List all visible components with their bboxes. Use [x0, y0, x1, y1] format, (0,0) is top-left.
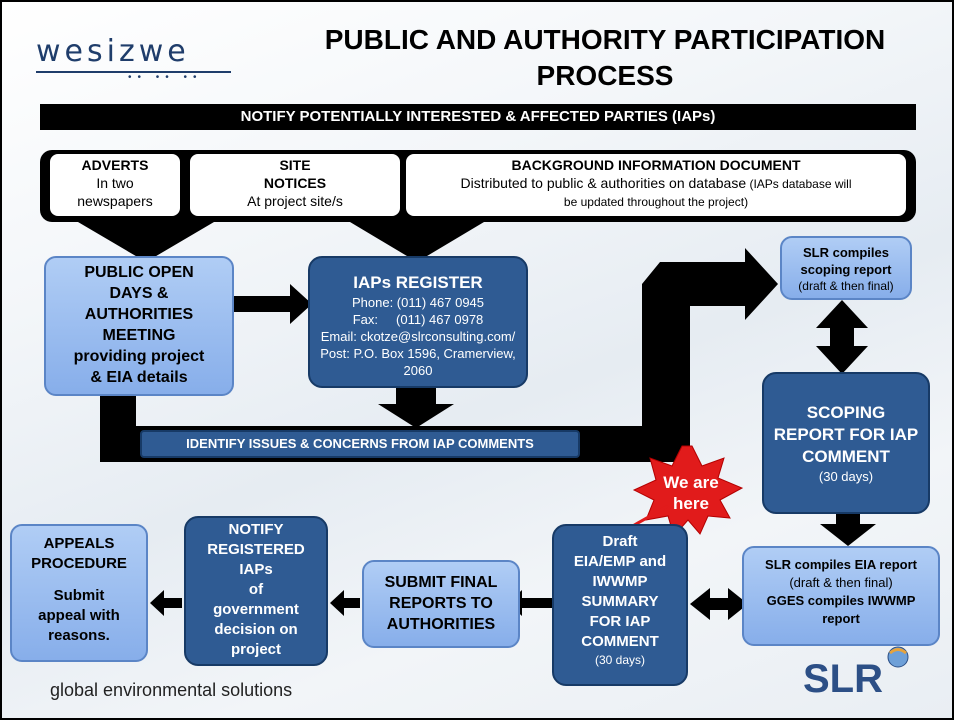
- draft-line5: COMMENT: [581, 633, 659, 650]
- arrow-adverts-down: [78, 210, 214, 262]
- eia-compile-box: SLR compiles EIA report (draft & then fi…: [742, 546, 940, 646]
- pod-line3: MEETING: [102, 327, 176, 344]
- eia-compile-gges1: GGES compiles IWWMP: [766, 593, 916, 608]
- submit-final-box: SUBMIT FINAL REPORTS TO AUTHORITIES: [362, 560, 520, 648]
- submit-line0: SUBMIT FINAL: [384, 574, 498, 591]
- notify-reg-line0: NOTIFY: [228, 521, 284, 538]
- draft-line3: SUMMARY: [581, 593, 659, 610]
- bid-line2: be updated throughout the project): [563, 195, 749, 209]
- draft-line1: EIA/EMP and: [573, 553, 667, 570]
- logo-underline: [36, 71, 231, 73]
- bid-title: BACKGROUND INFORMATION DOCUMENT: [511, 157, 801, 173]
- slr-logo: SLR: [803, 657, 883, 701]
- draft-line2: IWWMP: [592, 573, 648, 590]
- adverts-box: ADVERTS In two newspapers: [50, 154, 180, 216]
- bid-line1-text: Distributed to public & authorities on d…: [460, 175, 747, 191]
- we-are-here-label: We are here: [656, 472, 726, 514]
- notify-registered-box: NOTIFY REGISTERED IAPs of government dec…: [184, 516, 328, 666]
- pod-line0: PUBLIC OPEN: [84, 264, 194, 281]
- arrow-register-down: [378, 388, 454, 428]
- appeals-box: APPEALS PROCEDURE Submit appeal with rea…: [10, 524, 148, 662]
- register-phone: Phone: (011) 467 0945: [351, 295, 485, 310]
- appeals-gap: [12, 574, 146, 586]
- appeals-title2: PROCEDURE: [31, 555, 127, 572]
- register-email: Email: ckotze@slrconsulting.com/: [320, 329, 516, 344]
- submit-line2: AUTHORITIES: [386, 616, 496, 633]
- site-line3: At project site/s: [247, 193, 343, 209]
- notify-reg-line5: decision on: [214, 621, 298, 638]
- adverts-line1: In two: [96, 175, 134, 191]
- scoping-comment-line2: COMMENT: [802, 447, 890, 466]
- we-are-here-line1: We are: [663, 473, 719, 492]
- wesizwe-logo: wesizwe •• •• ••: [36, 34, 231, 83]
- pod-line4: providing project: [73, 348, 205, 365]
- arrow-scoping-down: [820, 514, 876, 546]
- bid-line1: Distributed to public & authorities on d…: [406, 174, 906, 193]
- draft-line0: Draft: [602, 533, 638, 550]
- title-line1: PUBLIC AND AUTHORITY PARTICIPATION: [324, 24, 886, 55]
- arrow-scoping-double: [816, 300, 868, 374]
- scoping-compile-title2: scoping report: [800, 262, 892, 277]
- scoping-comment-days: (30 days): [818, 469, 874, 484]
- arrow-submit-to-notify: [330, 590, 360, 616]
- notify-reg-line1: REGISTERED: [207, 541, 305, 558]
- register-fax: Fax: (011) 467 0978: [352, 312, 484, 327]
- scoping-comment-line1: REPORT FOR IAP: [773, 425, 919, 444]
- eia-compile-title: SLR compiles EIA report: [765, 557, 917, 572]
- scoping-compile-box: SLR compiles scoping report (draft & the…: [780, 236, 912, 300]
- page-title: PUBLIC AND AUTHORITY PARTICIPATION PROCE…: [265, 22, 945, 94]
- site-line1: SITE: [279, 157, 311, 173]
- notify-reg-line2: IAPs: [239, 561, 273, 578]
- scoping-compile-note: (draft & then final): [798, 279, 894, 293]
- scoping-comment-box: SCOPING REPORT FOR IAP COMMENT (30 days): [762, 372, 930, 514]
- appeals-line3: reasons.: [48, 627, 110, 644]
- arrow-site-down: [350, 210, 484, 262]
- bid-box: BACKGROUND INFORMATION DOCUMENT Distribu…: [406, 154, 906, 216]
- scoping-comment-line0: SCOPING: [806, 403, 886, 422]
- appeals-line2: appeal with: [38, 607, 120, 624]
- eia-compile-note: (draft & then final): [789, 575, 893, 590]
- site-notices-box: SITE NOTICES At project site/s: [190, 154, 400, 216]
- logo-wordmark: wesizwe: [36, 34, 190, 69]
- tagline: global environmental solutions: [50, 680, 293, 700]
- notify-banner: NOTIFY POTENTIALLY INTERESTED & AFFECTED…: [40, 104, 916, 130]
- site-line2: NOTICES: [263, 175, 327, 191]
- identify-issues-box: IDENTIFY ISSUES & CONCERNS FROM IAP COMM…: [140, 430, 580, 458]
- draft-eia-box: Draft EIA/EMP and IWWMP SUMMARY FOR IAP …: [552, 524, 688, 686]
- iaps-register-box: IAPs REGISTER Phone: (011) 467 0945 Fax:…: [308, 256, 528, 388]
- logo-dots: •• •• ••: [128, 72, 203, 83]
- public-open-days-box: PUBLIC OPEN DAYS & AUTHORITIES MEETING p…: [44, 256, 234, 396]
- adverts-title: ADVERTS: [81, 157, 149, 173]
- pod-line1: DAYS &: [109, 285, 169, 302]
- register-post: Post: P.O. Box 1596, Cramerview, 2060: [320, 346, 516, 378]
- adverts-line2: newspapers: [77, 193, 153, 209]
- notify-reg-line4: government: [213, 601, 299, 618]
- appeals-line1: Submit: [53, 587, 105, 604]
- bid-note1: (IAPs database will: [746, 177, 852, 191]
- eia-compile-gges2: report: [822, 611, 860, 626]
- appeals-title1: APPEALS: [43, 535, 115, 552]
- pod-line5: & EIA details: [90, 369, 188, 386]
- title-line2: PROCESS: [536, 60, 674, 91]
- notify-reg-line3: of: [248, 581, 264, 598]
- arrow-public-to-register: [232, 284, 312, 324]
- pod-line2: AUTHORITIES: [84, 306, 194, 323]
- draft-line4: FOR IAP: [589, 613, 651, 630]
- submit-line1: REPORTS TO: [389, 595, 493, 612]
- arrow-notify-to-appeals: [150, 590, 182, 616]
- draft-days: (30 days): [594, 653, 646, 667]
- we-are-here-line2: here: [673, 494, 709, 513]
- register-title: IAPs REGISTER: [353, 273, 483, 292]
- scoping-compile-title1: SLR compiles: [803, 245, 889, 260]
- notify-reg-line6: project: [230, 641, 281, 658]
- arrow-draft-eia-double: [690, 588, 748, 620]
